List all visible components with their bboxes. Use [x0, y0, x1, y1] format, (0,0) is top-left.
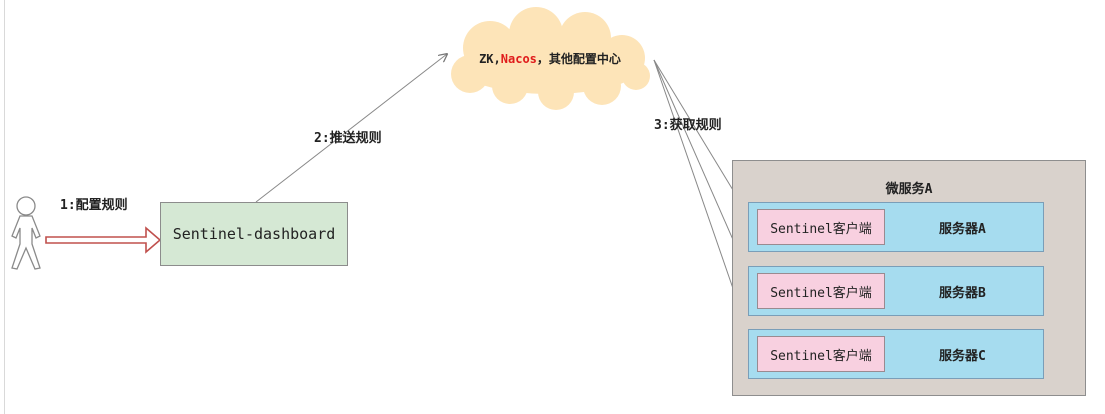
step-fetch-label: 3:获取规则 — [654, 118, 722, 133]
sentinel-dashboard-label: Sentinel-dashboard — [172, 225, 336, 243]
server-name: 服务器B — [939, 285, 986, 301]
config-center-suffix: ，其他配置中心 — [536, 52, 621, 66]
sentinel-dashboard-box: Sentinel-dashboard — [160, 202, 348, 266]
sentinel-client-box: Sentinel客户端 — [757, 336, 885, 372]
person-icon — [11, 196, 41, 270]
config-center-prefix: ZK, — [479, 52, 501, 66]
sentinel-client-box: Sentinel客户端 — [757, 209, 885, 245]
push-arrow — [255, 54, 447, 203]
config-center-highlight: Nacos — [500, 52, 537, 66]
server-box: Sentinel客户端 服务器A — [748, 202, 1044, 252]
step-push-label: 2:推送规则 — [314, 131, 382, 146]
server-box: Sentinel客户端 服务器C — [748, 329, 1044, 379]
page-border — [4, 0, 5, 414]
step-configure-label: 1:配置规则 — [60, 198, 128, 213]
microservice-title: 微服务A — [885, 182, 933, 197]
config-center-cloud — [451, 7, 650, 110]
server-box: Sentinel客户端 服务器B — [748, 266, 1044, 316]
server-name: 服务器C — [939, 348, 986, 364]
sentinel-client-box: Sentinel客户端 — [757, 273, 885, 309]
config-center-label: ZK,Nacos，其他配置中心 — [452, 50, 648, 67]
server-name: 服务器A — [939, 221, 986, 237]
configure-arrow — [45, 226, 162, 254]
